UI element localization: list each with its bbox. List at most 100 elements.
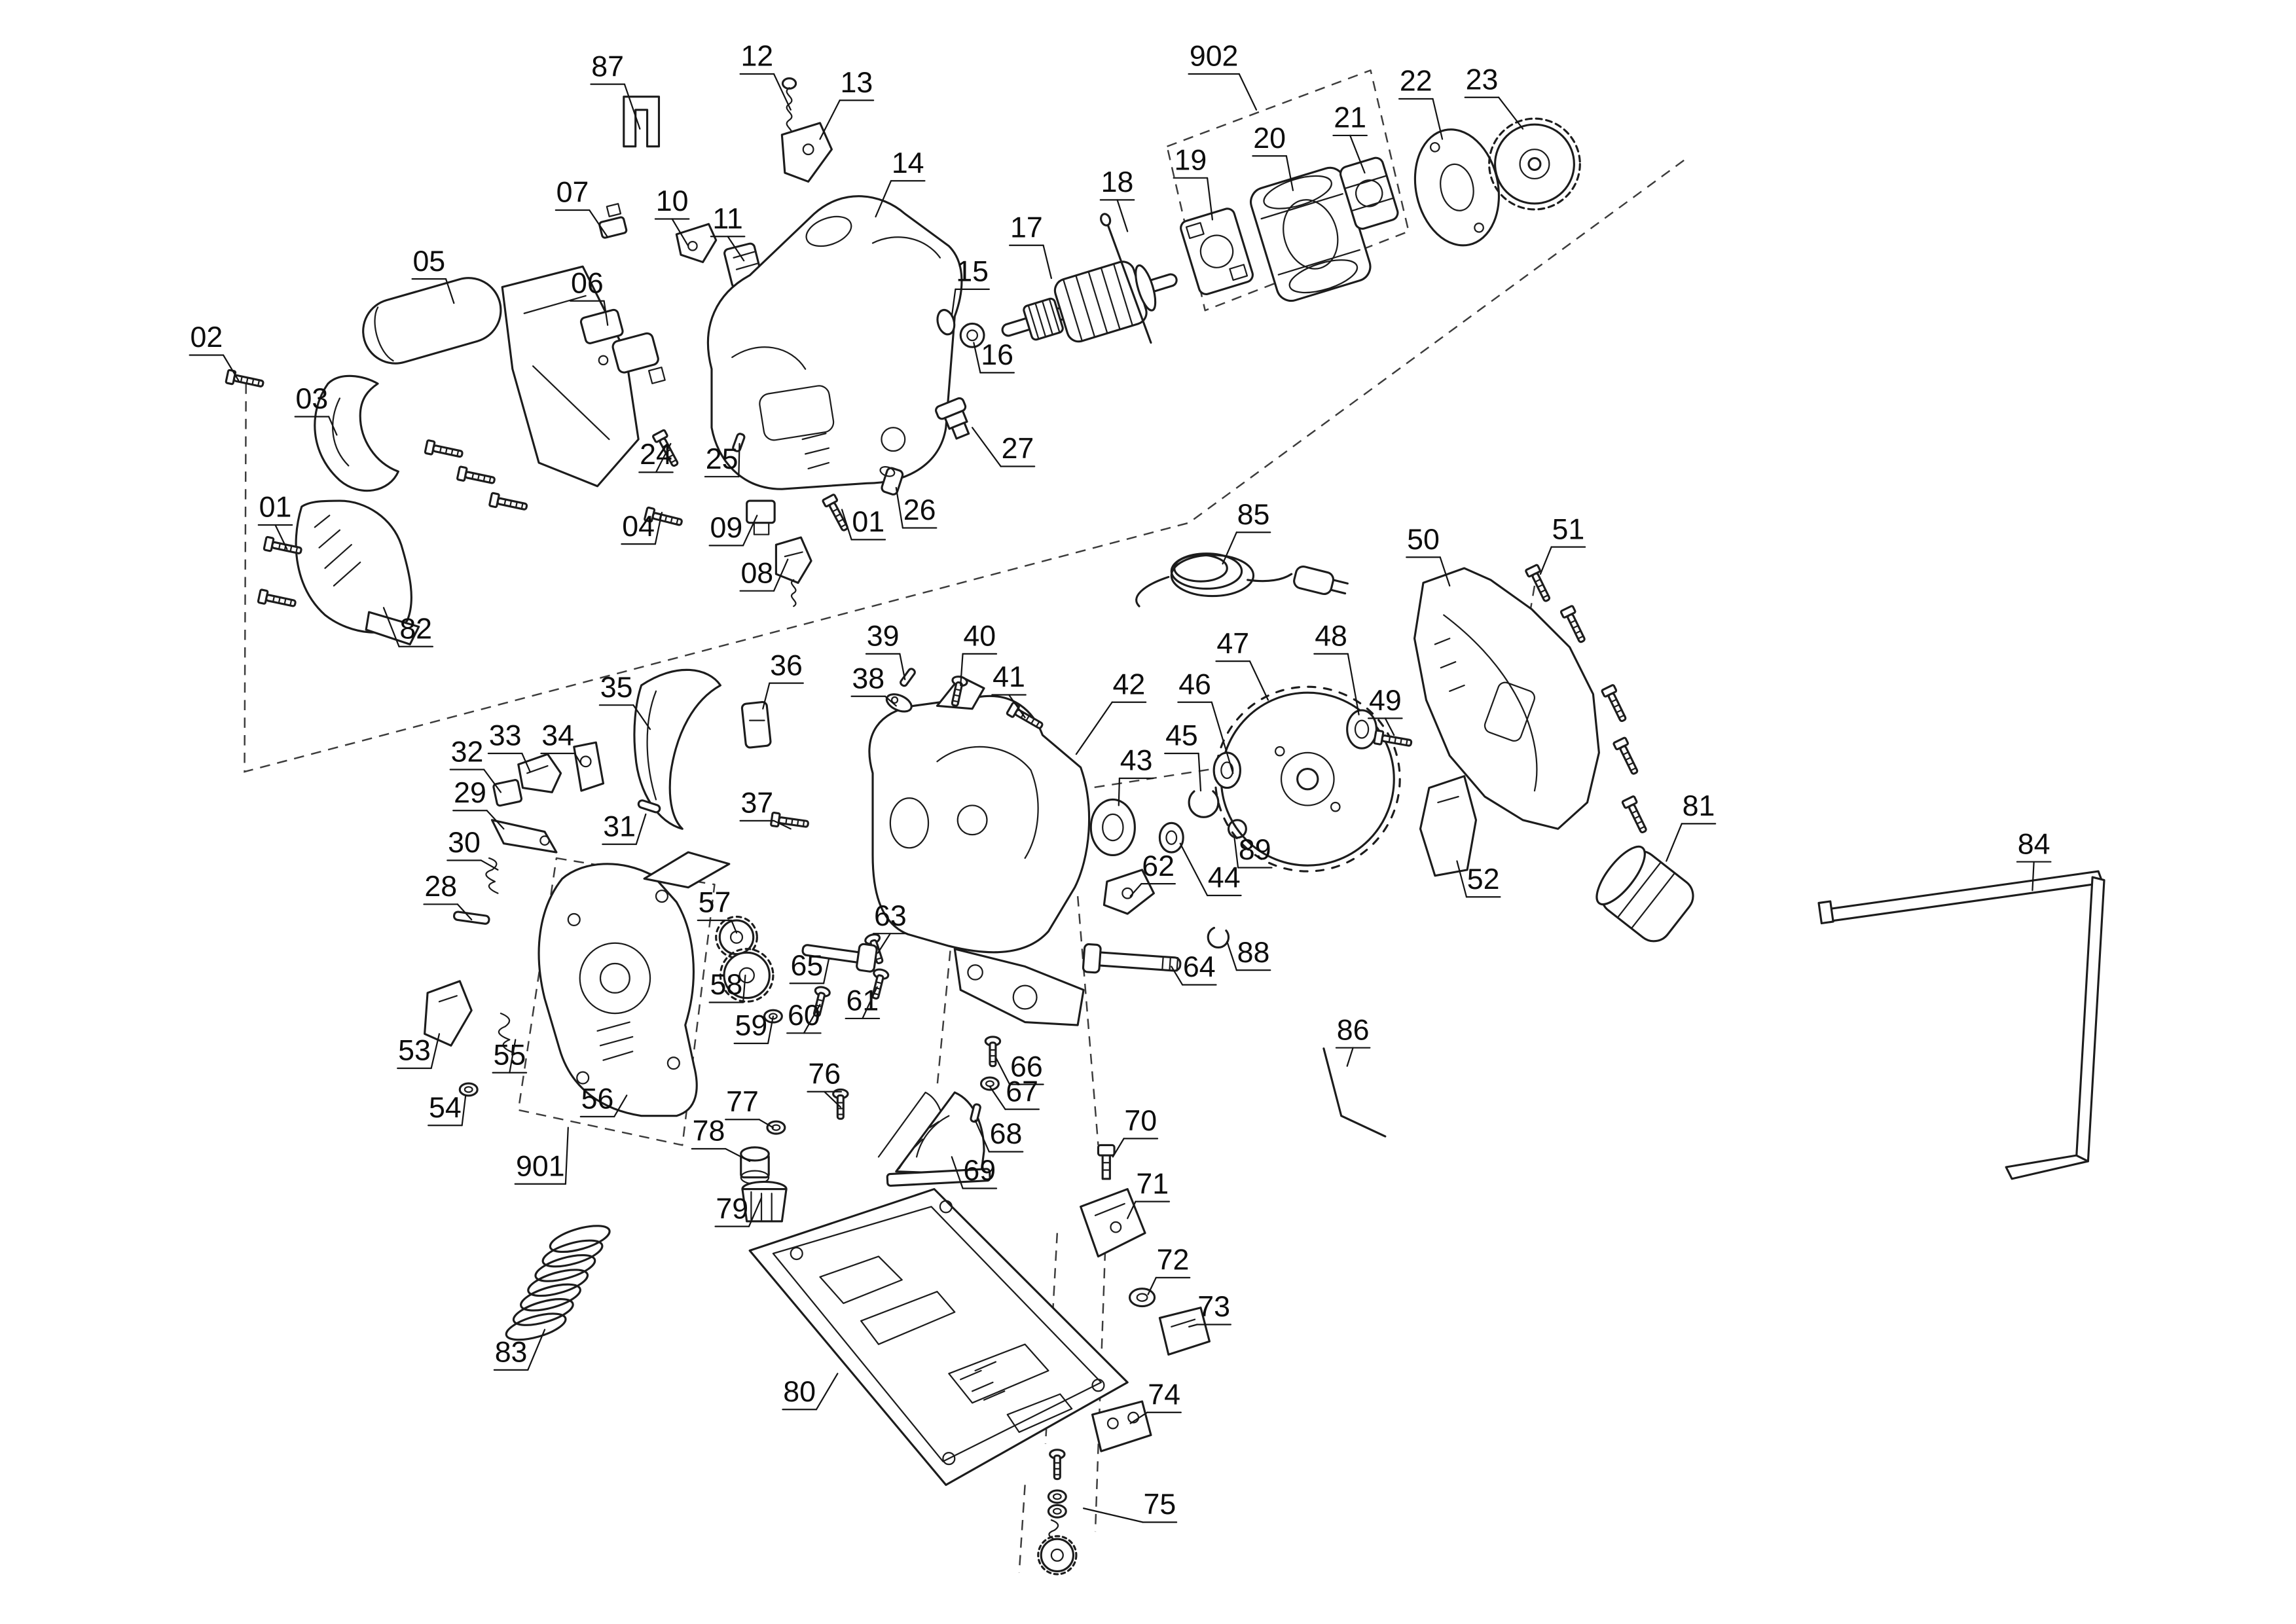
leader-line-16 (973, 342, 981, 374)
leader-line-29 (486, 810, 505, 830)
part-09 (746, 499, 776, 535)
handle-frame (501, 265, 640, 488)
part-label-12: 12 (740, 41, 773, 73)
leader-line-45 (1197, 752, 1202, 792)
part-76-screw (832, 1088, 849, 1120)
leader-line-12 (773, 73, 792, 111)
leader-line-01 (274, 524, 288, 550)
leader-line-09 (742, 514, 758, 547)
part-31-pin (637, 799, 661, 814)
part-label-73: 73 (1197, 1291, 1230, 1323)
leader-line-78 (725, 1147, 751, 1163)
leader-line-49 (1384, 717, 1395, 736)
part-label-15: 15 (956, 256, 989, 288)
part-30-spring (485, 857, 499, 894)
leader-line-06 (603, 300, 609, 326)
leader-line-02 (222, 354, 240, 382)
leader-line-22 (1432, 98, 1444, 140)
part-label-33: 33 (489, 720, 522, 752)
part-label-61: 61 (846, 985, 879, 1017)
part-label-58: 58 (710, 969, 742, 1001)
leader-line-67 (989, 1085, 1006, 1110)
part-53-bracket (424, 980, 473, 1047)
leader-line-48 (1347, 653, 1360, 715)
part-45-circlip (1188, 787, 1220, 818)
leader-line-27 (971, 427, 1002, 467)
part-label-69: 69 (963, 1155, 996, 1187)
leader-line-21 (1349, 134, 1366, 174)
part-label-62: 62 (1142, 850, 1175, 882)
part-label-11: 11 (712, 203, 742, 235)
part-label-64: 64 (1183, 951, 1216, 983)
part-label-56: 56 (581, 1083, 614, 1115)
part-44-washer (1158, 821, 1184, 854)
part-label-18: 18 (1101, 166, 1134, 198)
part-label-27: 27 (1002, 433, 1034, 465)
part-16-bearing (959, 322, 985, 348)
part-label-37: 37 (740, 787, 773, 820)
leader-line-03 (328, 416, 338, 436)
part-72-washer (1128, 1288, 1156, 1308)
part-79-knob (741, 1180, 788, 1223)
part-label-70: 70 (1124, 1105, 1157, 1137)
part-label-01: 01 (852, 506, 884, 538)
leader-line-53 (430, 1033, 441, 1070)
part-label-29: 29 (454, 777, 486, 809)
leader-line-41 (1008, 694, 1026, 719)
leader-line-76 (824, 1091, 841, 1108)
part-86-allen-key (1322, 1047, 1387, 1138)
part-52-cover-plate (1419, 775, 1478, 877)
leader-line-66 (994, 1056, 1011, 1085)
part-label-46: 46 (1178, 668, 1211, 700)
part-34 (573, 741, 605, 792)
leader-line-86 (1346, 1047, 1354, 1067)
part-label-85: 85 (1237, 499, 1270, 531)
part-83-spring (505, 1225, 611, 1341)
leader-line-17 (1042, 244, 1053, 280)
leader-line-901 (564, 1127, 569, 1185)
leader-line-55 (509, 1039, 517, 1074)
part-label-19: 19 (1174, 145, 1207, 177)
leader-line-36 (762, 682, 771, 710)
part-label-88: 88 (1237, 937, 1270, 969)
part-label-16: 16 (981, 339, 1013, 371)
leader-line-40 (960, 653, 964, 687)
part-56-gear-housing (538, 851, 731, 1117)
part-label-26: 26 (903, 494, 936, 526)
part-71-clamp (1080, 1188, 1146, 1258)
part-label-89: 89 (1239, 834, 1271, 866)
part-57-gear (715, 915, 758, 959)
part-label-08: 08 (740, 557, 773, 589)
part-label-05: 05 (412, 245, 445, 278)
part-25-pin (732, 433, 746, 452)
leader-line-18 (1116, 199, 1129, 232)
leader-line-01 (841, 509, 852, 541)
part-label-83: 83 (495, 1337, 528, 1369)
leader-line-65 (822, 958, 830, 984)
leader-line-32 (483, 768, 502, 793)
part-89-ring (1227, 819, 1247, 839)
part-label-71: 71 (1136, 1168, 1169, 1200)
part-label-43: 43 (1120, 745, 1153, 777)
leader-line-63 (877, 933, 891, 953)
part-label-59: 59 (735, 1010, 768, 1042)
part-label-23: 23 (1466, 63, 1499, 96)
part-label-86: 86 (1337, 1014, 1370, 1046)
part-87-clip (623, 96, 661, 148)
part-label-80: 80 (783, 1376, 816, 1408)
leader-line-08 (773, 558, 789, 592)
part-label-901: 901 (516, 1150, 565, 1182)
part-label-25: 25 (706, 443, 738, 475)
part-22-bearing-plate (1413, 128, 1501, 247)
part-13-lever (780, 122, 833, 183)
part-35-curved-guard (633, 668, 721, 830)
leader-line-60 (803, 1003, 821, 1034)
leader-line-74 (1129, 1411, 1148, 1424)
part-label-13: 13 (841, 67, 873, 99)
part-label-45: 45 (1165, 720, 1198, 752)
part-label-44: 44 (1208, 862, 1241, 894)
part-88-clip (1207, 926, 1230, 949)
leader-line-59 (767, 1015, 774, 1045)
part-label-84: 84 (2018, 828, 2050, 860)
